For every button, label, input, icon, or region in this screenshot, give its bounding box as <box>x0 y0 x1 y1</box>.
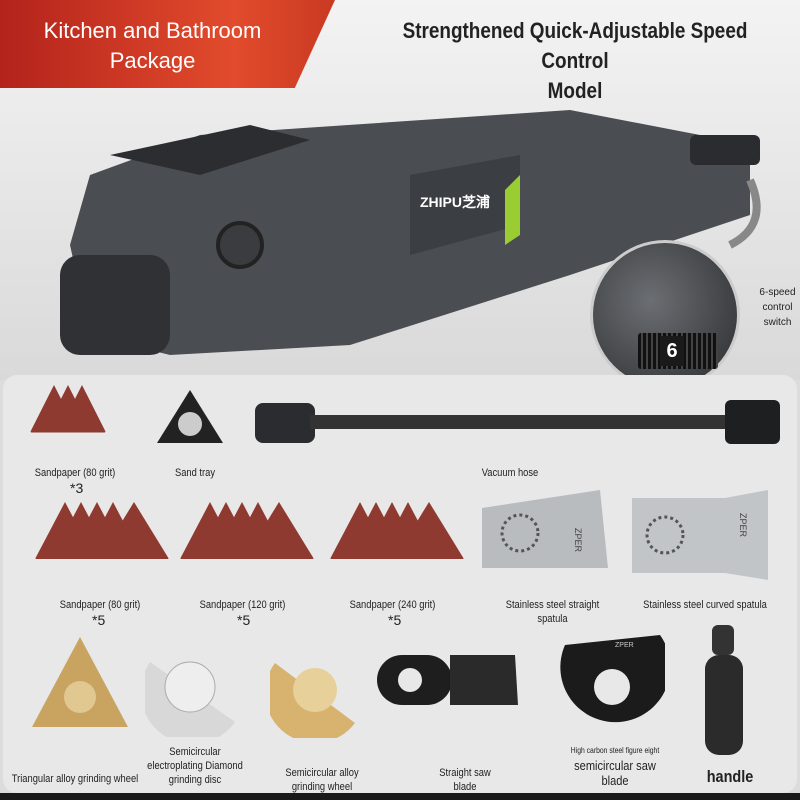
vacuum-hose-image <box>255 400 780 444</box>
straight-saw-blade-image <box>377 655 518 705</box>
label-straight-saw-blade: Straight saw blade <box>439 767 491 793</box>
curved-spatula-brand: ZPER <box>738 513 748 538</box>
label-sandpaper-80-b: Sandpaper (80 grit) <box>59 599 141 611</box>
label-sandpaper-80-a: Sandpaper (80 grit) <box>34 467 116 479</box>
qty-sandpaper-80-a: *3 <box>70 480 84 496</box>
package-banner: Kitchen and Bathroom Package <box>0 0 335 88</box>
sand-tray-image <box>157 390 223 443</box>
speed-dial-value: 6 <box>660 336 684 366</box>
straight-spatula-brand: ZPER <box>573 528 583 553</box>
speed-dial: 6 <box>638 333 718 369</box>
sandpaper-120-image <box>180 502 314 562</box>
model-headline: Strengthened Quick-Adjustable Speed Cont… <box>377 16 773 106</box>
label-straight-spatula: Stainless steel straight spatula <box>505 599 600 625</box>
label-figure-eight-b: semicircular saw blade <box>574 758 656 788</box>
alloy-grinding-wheel-image <box>270 663 355 738</box>
diamond-grinding-disc-image <box>145 661 235 737</box>
oscillating-tool-image: ZHIPU芝浦 <box>60 110 761 355</box>
accessories-panel <box>3 375 797 793</box>
straight-spatula-image: ZPER <box>482 490 608 568</box>
headline-line2: Model <box>547 78 603 103</box>
speed-switch-label: 6-speed control switch <box>759 287 796 328</box>
figure-eight-saw-blade-image: ZPER <box>560 635 665 723</box>
banner-line1: Kitchen and Bathroom <box>43 18 262 43</box>
headline-line1: Strengthened Quick-Adjustable Speed Cont… <box>402 18 748 73</box>
speed-switch-inset: 6 <box>590 240 740 390</box>
saw-blade-brand: ZPER <box>615 642 634 649</box>
label-handle: handle <box>706 767 754 786</box>
label-sandpaper-240: Sandpaper (240 grit) <box>349 599 436 611</box>
label-curved-spatula: Stainless steel curved spatula <box>643 599 767 611</box>
label-diamond-grinding-disc: Semicircular electroplating Diamond grin… <box>147 746 243 786</box>
label-sandpaper-120: Sandpaper (120 grit) <box>199 599 286 611</box>
qty-sandpaper-80-b: *5 <box>92 612 106 628</box>
sandpaper-240-image <box>330 502 464 562</box>
brand-logo: ZHIPU芝浦 <box>420 194 490 210</box>
handle-image <box>705 625 743 755</box>
bottom-border <box>0 793 800 800</box>
sandpaper-80-image <box>35 502 169 562</box>
label-figure-eight-a: High carbon steel figure eight <box>570 746 660 755</box>
label-triangular-grinding-wheel: Triangular alloy grinding wheel <box>11 773 139 785</box>
triangular-grinding-wheel-image <box>32 637 128 727</box>
label-sand-tray: Sand tray <box>174 467 216 479</box>
label-alloy-grinding-wheel: Semicircular alloy grinding wheel <box>285 767 359 793</box>
curved-spatula-image: ZPER <box>632 490 768 580</box>
qty-sandpaper-120: *5 <box>237 612 251 628</box>
qty-sandpaper-240: *5 <box>388 612 402 628</box>
label-vacuum-hose: Vacuum hose <box>481 467 539 479</box>
banner-line2: Package <box>109 48 196 73</box>
